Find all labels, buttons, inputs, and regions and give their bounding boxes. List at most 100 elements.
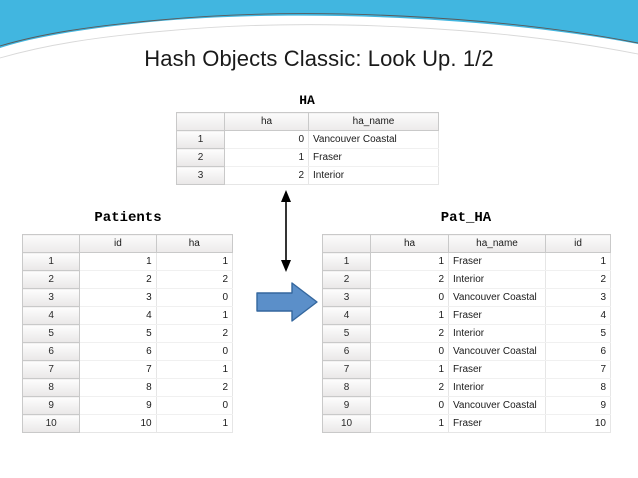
column-header-rownum bbox=[21, 234, 81, 253]
cell-ha-name: Vancouver Coastal bbox=[308, 130, 439, 149]
cell-ha: 0 bbox=[224, 130, 309, 149]
cell-ha-name: Interior bbox=[448, 378, 546, 397]
column-header-id: id bbox=[545, 234, 611, 253]
table-header-row: ha ha_name bbox=[176, 112, 439, 131]
cell-id: 4 bbox=[79, 306, 157, 325]
row-number: 10 bbox=[21, 414, 81, 433]
cell-ha: 1 bbox=[155, 306, 234, 325]
table-row: 8 2 Interior 8 bbox=[322, 378, 611, 397]
banner-graphic bbox=[0, 0, 638, 59]
table-row: 7 7 1 bbox=[21, 360, 234, 379]
cell-ha: 2 bbox=[224, 166, 309, 185]
page-title: Hash Objects Classic: Look Up. 1/2 bbox=[144, 46, 494, 71]
row-number: 2 bbox=[322, 270, 371, 289]
table-ha: ha ha_name 1 0 Vancouver Coastal 2 1 Fra… bbox=[176, 112, 439, 185]
column-header-ha-name: ha_name bbox=[308, 112, 439, 131]
row-number: 9 bbox=[21, 396, 81, 415]
cell-ha: 0 bbox=[370, 288, 449, 307]
cell-ha-name: Fraser bbox=[448, 360, 546, 379]
table-row: 7 1 Fraser 7 bbox=[322, 360, 611, 379]
table-row: 1 1 Fraser 1 bbox=[322, 252, 611, 271]
row-number: 2 bbox=[21, 270, 81, 289]
row-number: 4 bbox=[21, 306, 81, 325]
row-number: 6 bbox=[322, 342, 371, 361]
blue-block-right-arrow-icon bbox=[256, 281, 318, 323]
table-row: 2 1 Fraser bbox=[176, 148, 439, 167]
cell-id: 4 bbox=[545, 306, 611, 325]
row-number: 6 bbox=[21, 342, 81, 361]
table-row: 4 4 1 bbox=[21, 306, 234, 325]
table-header-row: id ha bbox=[21, 234, 234, 253]
row-number: 5 bbox=[21, 324, 81, 343]
cell-ha-name: Fraser bbox=[448, 252, 546, 271]
table-caption-pat-ha: Pat_HA bbox=[440, 210, 492, 226]
row-number: 4 bbox=[322, 306, 371, 325]
double-headed-vertical-arrow-icon bbox=[271, 188, 301, 274]
cell-id: 10 bbox=[545, 414, 611, 433]
row-number: 9 bbox=[322, 396, 371, 415]
slide-banner bbox=[0, 0, 638, 70]
banner-light-curve bbox=[0, 24, 638, 59]
column-header-ha: ha bbox=[370, 234, 449, 253]
cell-ha: 0 bbox=[155, 288, 234, 307]
table-caption-ha: HA bbox=[299, 93, 315, 108]
cell-id: 5 bbox=[79, 324, 157, 343]
row-number: 1 bbox=[322, 252, 371, 271]
row-number: 10 bbox=[322, 414, 371, 433]
row-number: 1 bbox=[176, 130, 225, 149]
cell-ha: 2 bbox=[370, 270, 449, 289]
cell-id: 2 bbox=[545, 270, 611, 289]
cell-ha: 1 bbox=[370, 252, 449, 271]
cell-ha: 2 bbox=[370, 324, 449, 343]
table-row: 5 2 Interior 5 bbox=[322, 324, 611, 343]
cell-id: 8 bbox=[545, 378, 611, 397]
cell-id: 9 bbox=[545, 396, 611, 415]
cell-id: 3 bbox=[545, 288, 611, 307]
row-number: 3 bbox=[21, 288, 81, 307]
cell-ha: 1 bbox=[370, 414, 449, 433]
cell-id: 1 bbox=[79, 252, 157, 271]
cell-ha-name: Fraser bbox=[448, 306, 546, 325]
table-row: 6 6 0 bbox=[21, 342, 234, 361]
cell-id: 10 bbox=[79, 414, 157, 433]
table-pat-ha: ha ha_name id 1 1 Fraser 1 2 2 Interior … bbox=[322, 234, 611, 433]
row-number: 1 bbox=[21, 252, 81, 271]
row-number: 5 bbox=[322, 324, 371, 343]
cell-id: 3 bbox=[79, 288, 157, 307]
cell-ha-name: Interior bbox=[448, 324, 546, 343]
banner-fill-shape bbox=[0, 0, 638, 48]
cell-ha: 0 bbox=[370, 342, 449, 361]
cell-ha-name: Fraser bbox=[448, 414, 546, 433]
cell-id: 2 bbox=[79, 270, 157, 289]
table-row: 1 0 Vancouver Coastal bbox=[176, 130, 439, 149]
table-row: 2 2 Interior 2 bbox=[322, 270, 611, 289]
cell-ha-name: Vancouver Coastal bbox=[448, 288, 546, 307]
cell-ha: 2 bbox=[155, 324, 234, 343]
cell-ha: 2 bbox=[155, 270, 234, 289]
cell-id: 7 bbox=[545, 360, 611, 379]
table-row: 4 1 Fraser 4 bbox=[322, 306, 611, 325]
cell-id: 1 bbox=[545, 252, 611, 271]
column-header-id: id bbox=[79, 234, 157, 253]
row-number: 7 bbox=[21, 360, 81, 379]
table-row: 3 0 Vancouver Coastal 3 bbox=[322, 288, 611, 307]
cell-ha-name: Fraser bbox=[308, 148, 439, 167]
cell-ha-name: Interior bbox=[448, 270, 546, 289]
table-row: 8 8 2 bbox=[21, 378, 234, 397]
table-header-row: ha ha_name id bbox=[322, 234, 611, 253]
cell-ha: 0 bbox=[155, 342, 234, 361]
table-row: 3 3 0 bbox=[21, 288, 234, 307]
cell-ha: 1 bbox=[155, 360, 234, 379]
cell-ha: 1 bbox=[155, 252, 234, 271]
table-caption-patients: Patients bbox=[94, 210, 162, 226]
cell-ha: 2 bbox=[155, 378, 234, 397]
cell-ha-name: Interior bbox=[308, 166, 439, 185]
cell-id: 5 bbox=[545, 324, 611, 343]
row-number: 2 bbox=[176, 148, 225, 167]
table-row: 1 1 1 bbox=[21, 252, 234, 271]
cell-ha: 1 bbox=[224, 148, 309, 167]
cell-ha: 2 bbox=[370, 378, 449, 397]
table-row: 6 0 Vancouver Coastal 6 bbox=[322, 342, 611, 361]
row-number: 8 bbox=[21, 378, 81, 397]
column-header-ha: ha bbox=[155, 234, 234, 253]
